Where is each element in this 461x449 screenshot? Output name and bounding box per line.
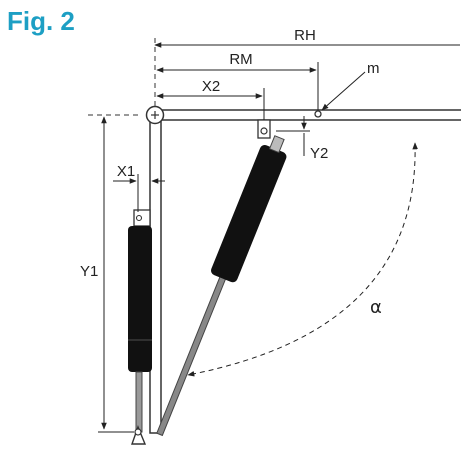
pivot-hinge [145,105,165,125]
label-rm: RM [229,51,252,68]
vertical-actuator [128,209,152,433]
label-x2: X2 [202,78,220,95]
figure-title: Fig. 2 [7,6,75,36]
label-y1: Y1 [80,263,98,280]
ground-mount [131,425,147,445]
dimension-y2 [276,116,310,156]
label-m: m [367,60,380,77]
m-point [314,110,322,118]
label-x1: X1 [117,163,135,180]
swing-angle-arc [187,142,418,377]
dimension-x2 [156,88,265,120]
label-y2: Y2 [310,145,328,162]
leader-m [321,71,366,111]
label-alpha: α [370,297,382,318]
label-rh: RH [294,27,316,44]
boom-arm [156,109,461,121]
inclined-actuator [156,135,287,437]
dimension-y1 [98,116,134,433]
dimension-x1 [113,174,165,212]
arm-bracket [257,119,271,139]
dimension-rm [156,62,319,110]
